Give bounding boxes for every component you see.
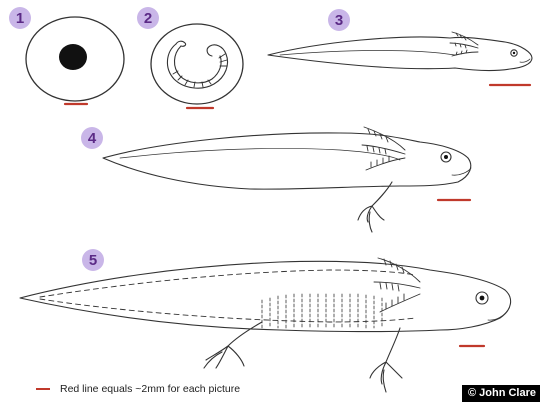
scale-legend: Red line equals ~2mm for each picture [36, 383, 240, 395]
stage-5-costal-grooves [262, 294, 382, 328]
legend-swatch [36, 388, 50, 390]
stage-3-larva [268, 32, 532, 85]
stage-2-egg [151, 24, 243, 108]
stage-4-badge: 4 [81, 127, 103, 149]
stage-4-larva [103, 127, 471, 232]
stage-5-gills [374, 258, 420, 312]
stage-4-front-leg [358, 182, 392, 232]
legend-text: Red line equals ~2mm for each picture [60, 383, 240, 395]
stage-1-badge: 1 [9, 7, 31, 29]
stage-1-egg [26, 17, 124, 104]
stage-2-badge: 2 [137, 7, 159, 29]
stage-3-badge: 3 [328, 9, 350, 31]
stage-5-larva [20, 258, 511, 392]
stage-3-gills [450, 32, 478, 56]
copyright-credit: © John Clare [462, 385, 540, 402]
stage-5-front-leg [370, 328, 402, 392]
stage-2-embryo [167, 44, 227, 88]
stage-5-badge: 5 [82, 249, 104, 271]
stage-1-embryo [59, 44, 87, 70]
